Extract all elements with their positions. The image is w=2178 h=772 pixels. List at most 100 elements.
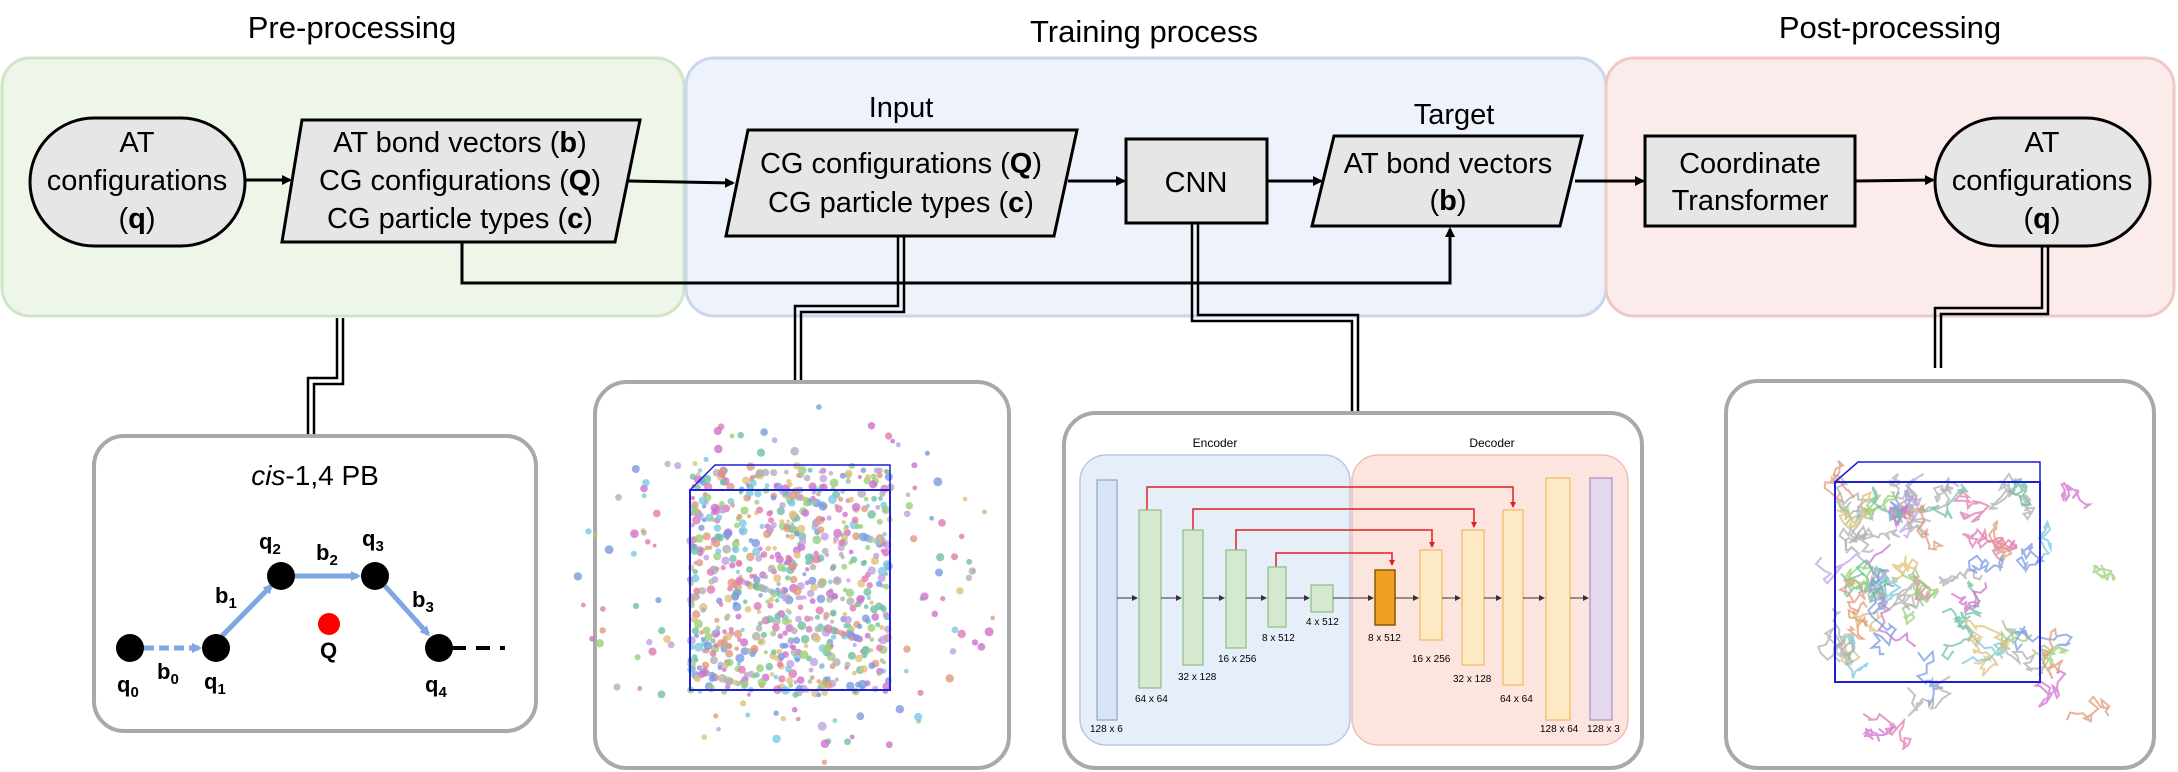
arrow-pre-to-target [460, 227, 1455, 285]
cg-particle [710, 503, 720, 513]
cg-particle [790, 446, 799, 456]
cg-particle [788, 533, 795, 540]
cg-particle [931, 610, 939, 618]
cg-particle [873, 538, 880, 545]
cg-particle [752, 547, 761, 556]
cg-particle [841, 563, 848, 570]
cg-particle [861, 575, 869, 583]
cg-particle [879, 658, 885, 663]
cg-particle [725, 642, 733, 650]
cg-particle [734, 646, 740, 651]
cg-particle [817, 526, 825, 534]
cg-particle [903, 668, 909, 674]
cg-particle [881, 537, 886, 543]
cg-particle [736, 661, 742, 667]
cg-particle [793, 551, 801, 559]
training-title: Training process [1030, 14, 1258, 49]
cg-particle [862, 559, 868, 565]
at-configuration-panel [1724, 379, 2156, 770]
cg-particle [828, 579, 833, 585]
cg-particle [792, 586, 802, 596]
at-chain [1938, 568, 1983, 588]
bond-b1 [220, 583, 274, 638]
at-chain [1964, 619, 2011, 654]
cg-particle [768, 596, 775, 603]
cg-particle [695, 559, 704, 567]
cg-particle [772, 545, 777, 551]
cg-particle [809, 616, 814, 621]
cg-particle [722, 544, 732, 554]
cg-particle [710, 638, 716, 644]
block-output [1589, 477, 1613, 721]
coord-line1: Coordinate [1679, 148, 1821, 180]
cg-particle [777, 633, 784, 639]
cg-particle [615, 493, 622, 501]
cg-particle [704, 633, 713, 641]
cg-particle [839, 472, 846, 479]
cg-particle [842, 612, 848, 617]
cg-particle [713, 629, 719, 635]
cg-particle [726, 482, 735, 491]
cg-particle [851, 502, 861, 512]
cg-particle [848, 549, 854, 555]
cg-particle [824, 680, 833, 689]
cg-particle [797, 524, 806, 533]
cg-particle [852, 532, 860, 541]
cg-particle [646, 638, 653, 646]
cg-particle [840, 596, 846, 602]
cg-particle [878, 635, 888, 645]
cg-particle [730, 502, 736, 508]
cg-particle [763, 650, 768, 655]
cg-particle [786, 519, 791, 524]
cg-particle [814, 614, 820, 620]
cg-particle [799, 650, 809, 659]
block-dec2 [1461, 529, 1485, 666]
cg-particle [696, 665, 703, 671]
cg-particle [713, 643, 719, 648]
at-chain [2007, 477, 2033, 507]
cg-particle [779, 642, 786, 649]
cg-particle [722, 642, 728, 648]
cg-particle [876, 670, 883, 676]
cg-particle [746, 566, 753, 573]
cg-particle [699, 630, 704, 635]
cg-particle [846, 630, 855, 639]
cg-particle [780, 716, 786, 722]
cg-particle [806, 557, 812, 564]
cg-particle [882, 682, 891, 691]
cg-particle [632, 602, 640, 610]
cg-particle [718, 468, 727, 477]
cg-particle [810, 495, 816, 501]
cg-particle [843, 615, 852, 625]
cg-particle [630, 529, 639, 538]
cg-particle [604, 545, 614, 554]
at-chain [2032, 669, 2067, 708]
cg-particle [816, 692, 822, 698]
at-chain [1918, 483, 1969, 520]
cg-particle [778, 675, 786, 683]
cg-particle [765, 545, 772, 552]
cg-particle [736, 513, 743, 520]
cg-particle [879, 490, 886, 497]
cg-particle [771, 623, 780, 632]
block-enc5 [1310, 584, 1334, 613]
cg-particle [698, 524, 705, 531]
cg-particle [792, 487, 800, 495]
at-chain [1862, 712, 1912, 751]
cg-particle [719, 479, 727, 486]
cg-particle [776, 661, 784, 668]
cg-particle [807, 467, 813, 473]
cg-particle [674, 462, 682, 470]
molecule-panel [92, 434, 538, 733]
cg-particle [733, 601, 738, 607]
cg-particle [765, 662, 774, 671]
cg-particle [706, 585, 716, 594]
cg-particle [715, 514, 723, 521]
cg-particle [773, 710, 779, 716]
cg-particle [828, 471, 834, 476]
cg-particle [783, 588, 789, 593]
cg-particle [713, 552, 722, 561]
cg-particle [811, 500, 817, 505]
cg-particle [776, 581, 781, 587]
cg-particle [877, 566, 887, 576]
